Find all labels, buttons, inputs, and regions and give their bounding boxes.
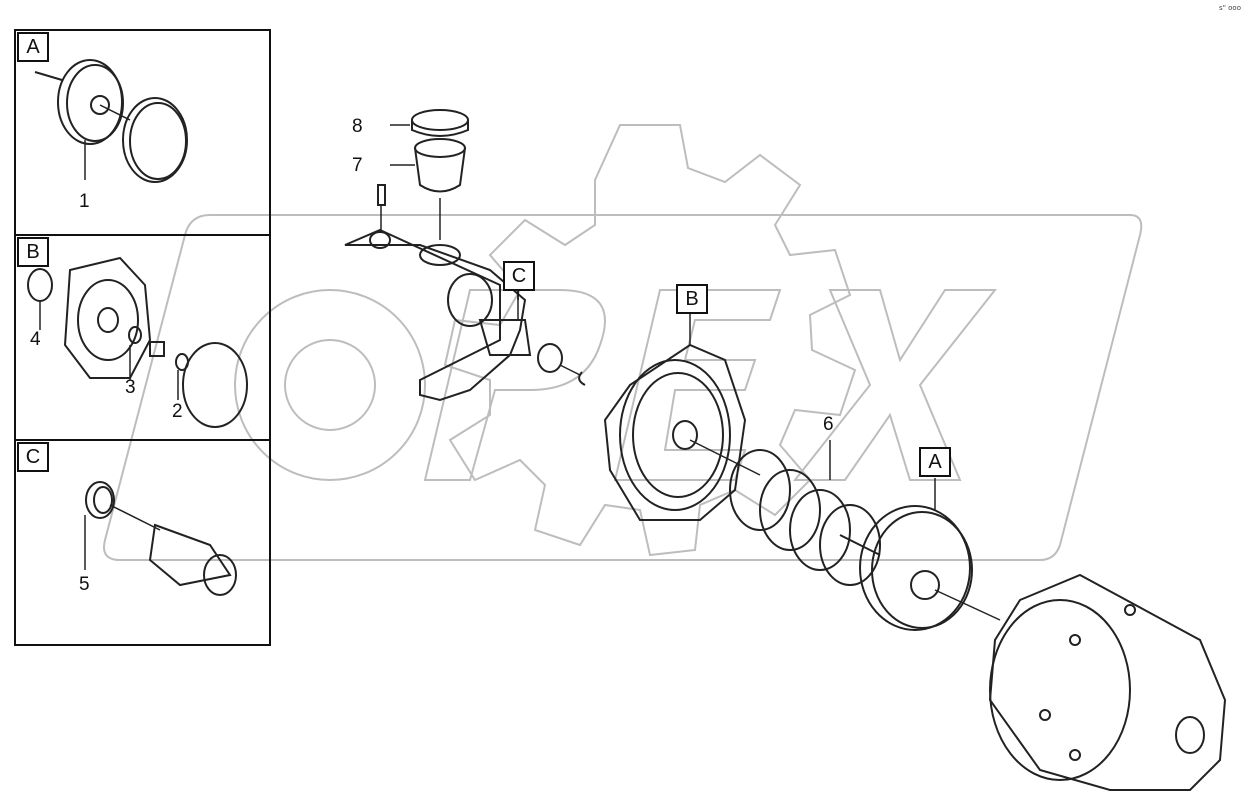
watermark-letter-o [234, 289, 426, 481]
inset-b-letter: B [17, 237, 49, 267]
part-label-2: 2 [172, 401, 183, 422]
inset-c-parts [84, 481, 237, 596]
inset-a-parts [34, 59, 188, 183]
callout-a-box: A [919, 447, 951, 477]
part-label-1: 1 [79, 191, 90, 212]
inset-frames [14, 29, 271, 646]
part-label-4: 4 [30, 329, 41, 350]
piston-a [839, 478, 1001, 631]
sheet-code: s" ooo [1219, 4, 1241, 12]
part-label-3: 3 [125, 377, 136, 398]
inset-b-frame [14, 234, 271, 441]
watermark-letter-p [423, 289, 606, 481]
watermark-letter-e [613, 289, 782, 481]
gear-outline [443, 124, 857, 557]
watermark-letter-x [792, 289, 998, 481]
cover-b [603, 310, 761, 521]
part-label-5: 5 [79, 574, 90, 595]
callout-b-box: B [676, 284, 708, 314]
part-label-8: 8 [352, 116, 363, 137]
inset-a-letter: A [17, 32, 49, 62]
inset-c-letter: C [17, 442, 49, 472]
part-label-7: 7 [352, 155, 363, 176]
inset-a-frame [14, 29, 271, 236]
watermark [103, 124, 1143, 561]
housing [988, 573, 1227, 791]
part-label-6: 6 [823, 414, 834, 435]
spring [729, 440, 881, 586]
watermark-band [103, 214, 1143, 561]
inset-b-parts [27, 256, 248, 428]
callout-c-box: C [503, 261, 535, 291]
inset-c-frame [14, 439, 271, 646]
master-cylinder [344, 109, 586, 402]
